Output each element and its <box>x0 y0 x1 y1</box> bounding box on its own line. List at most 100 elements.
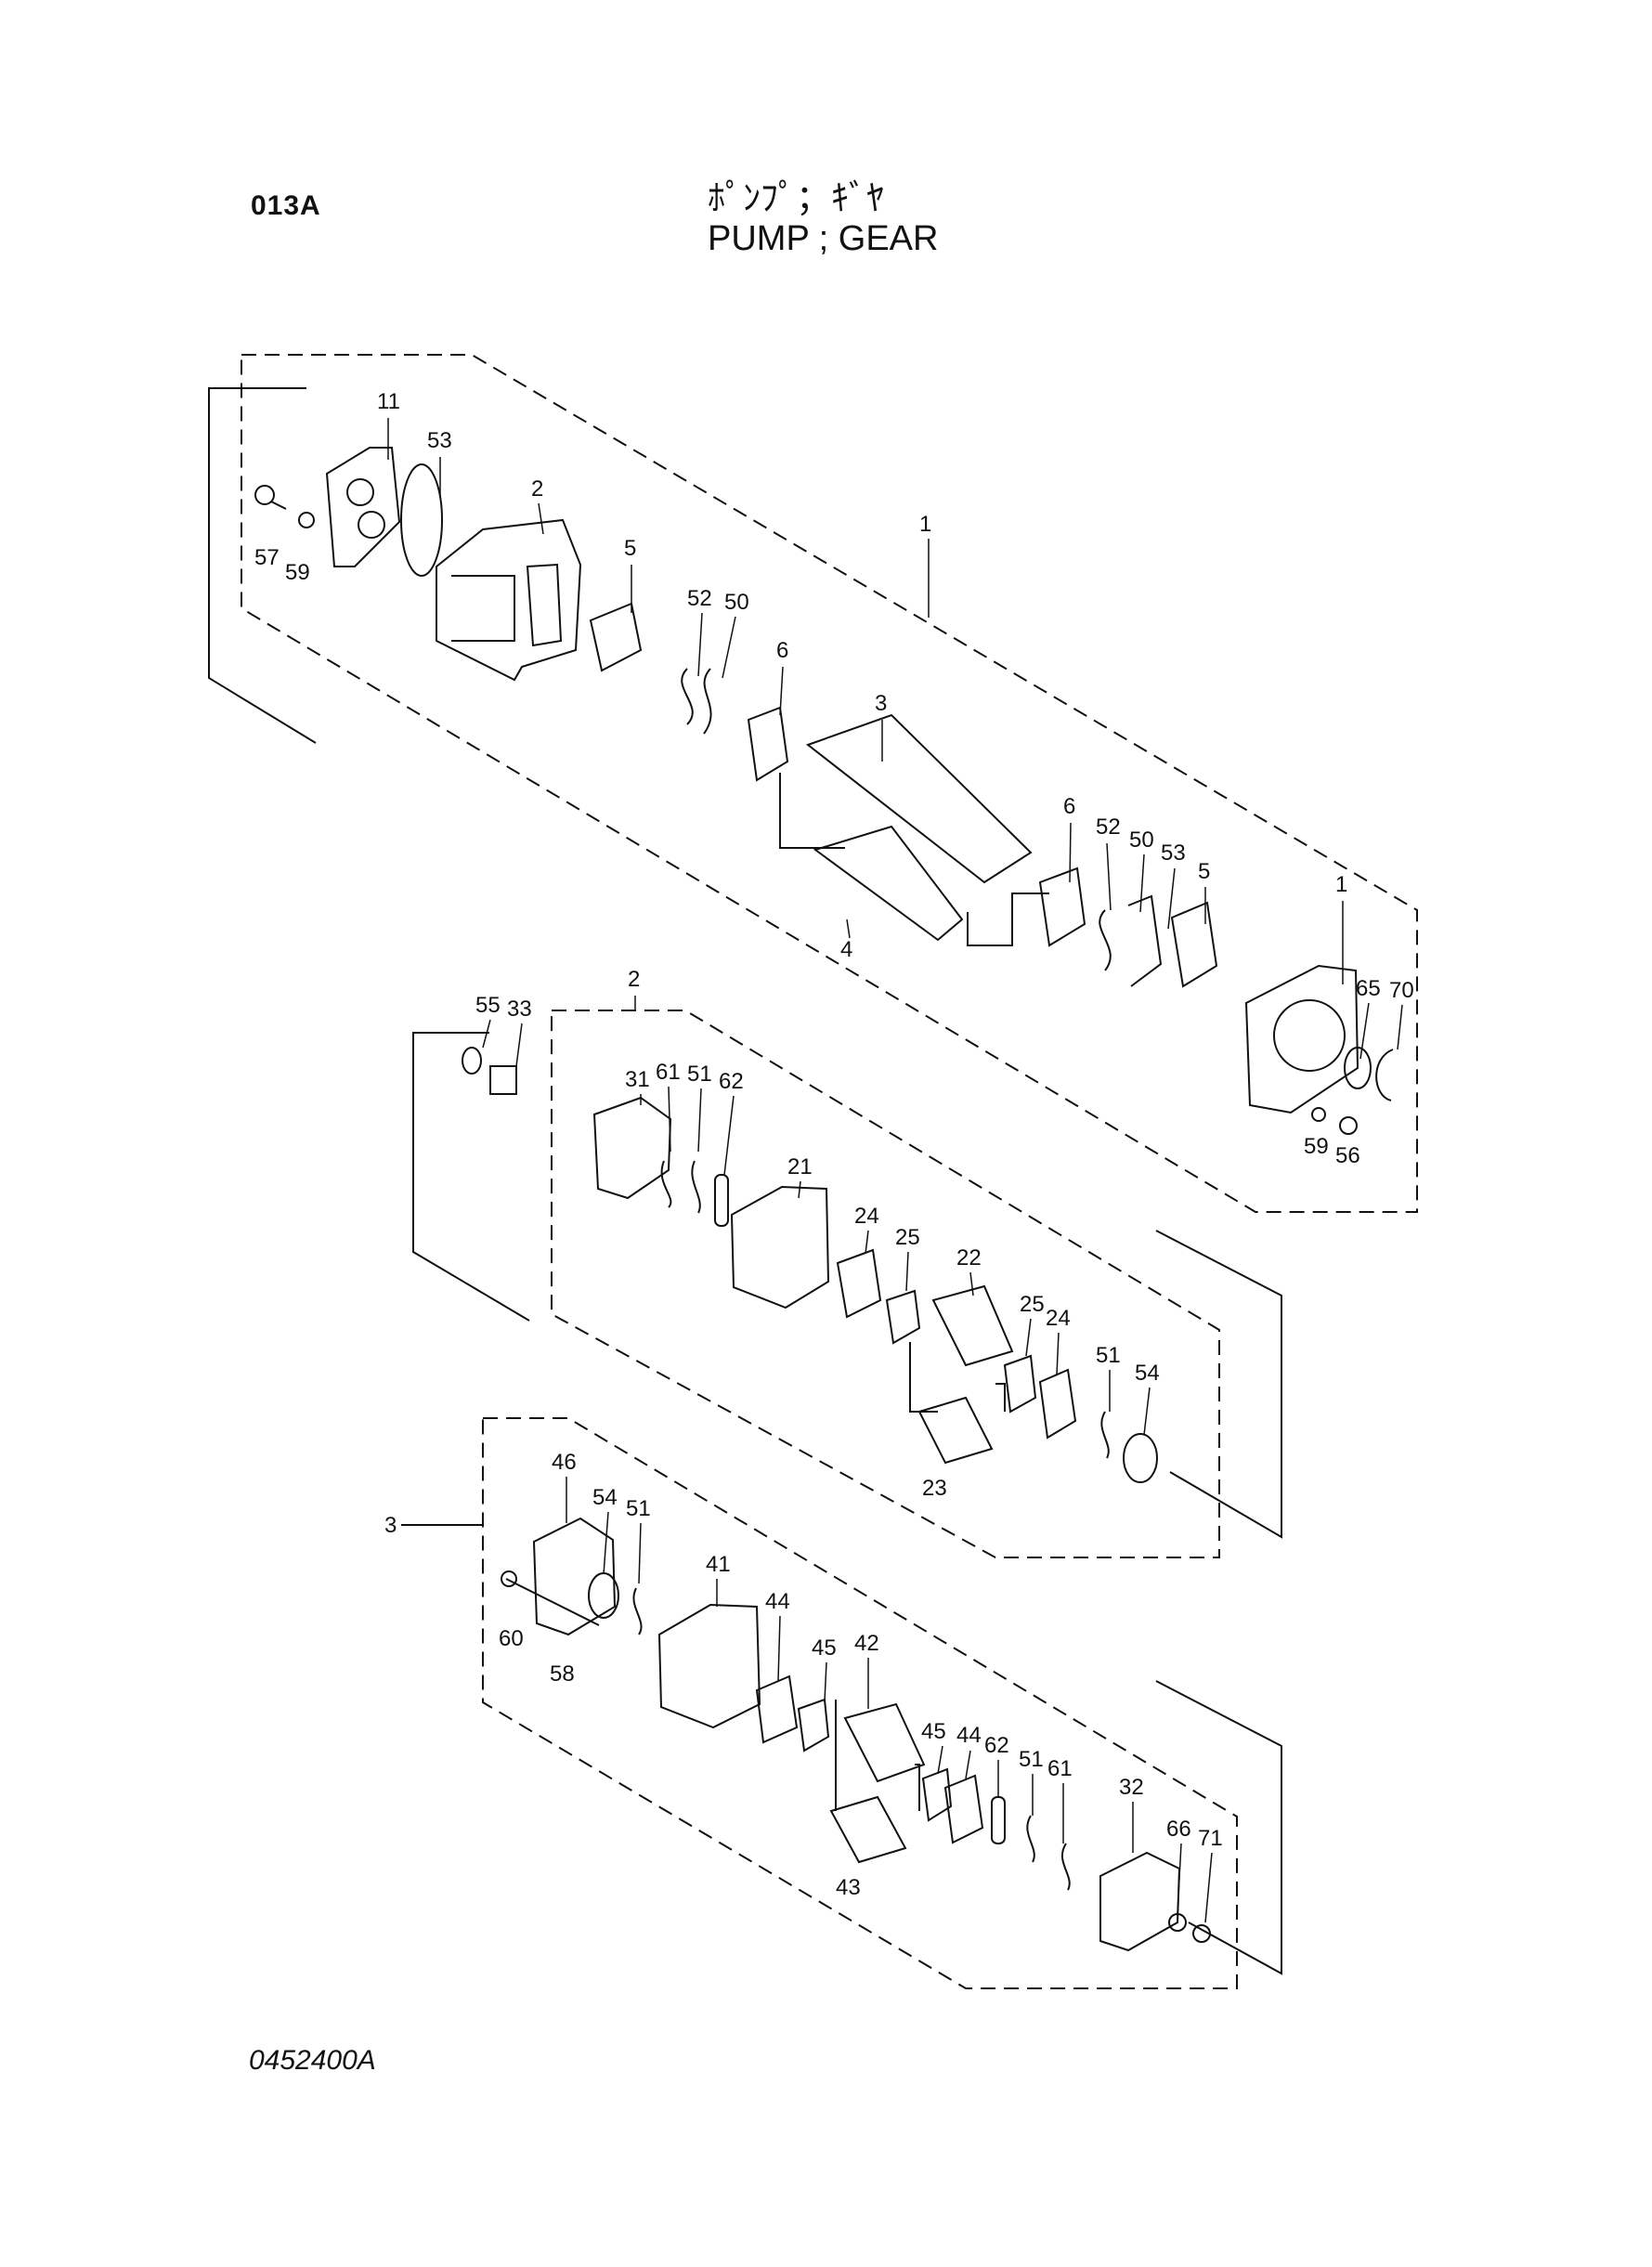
callout-label: 57 <box>254 545 280 570</box>
callout-label: 6 <box>1063 794 1075 819</box>
callout-label: 58 <box>550 1661 575 1687</box>
washer-59-right <box>1311 1107 1326 1122</box>
title-english: PUMP ; GEAR <box>708 219 939 258</box>
body-21 <box>730 1185 830 1309</box>
cover-32 <box>1099 1851 1181 1952</box>
o-ring-55 <box>462 1047 482 1075</box>
callout-label: 3 <box>875 691 887 716</box>
gear-23 <box>917 1396 994 1465</box>
callout-label: 62 <box>719 1069 744 1094</box>
ring-62-g3 <box>991 1796 1006 1844</box>
fitting-60 <box>501 1570 517 1587</box>
group-3-boundary <box>482 1417 1238 1989</box>
callout-label: 45 <box>812 1635 837 1661</box>
callout-label: 5 <box>1198 859 1210 884</box>
parts <box>254 447 1394 1952</box>
pump-body-2 <box>436 518 582 682</box>
callout-label: 53 <box>1161 840 1186 866</box>
callout-label: 46 <box>552 1450 577 1475</box>
cover-11 <box>325 447 401 567</box>
bracket-2-right <box>1155 1230 1282 1539</box>
gear-42 <box>843 1702 926 1783</box>
callout-label: 1 <box>919 512 931 537</box>
flange-bore <box>1273 999 1346 1072</box>
callout-label: 71 <box>1198 1826 1223 1851</box>
mounting-flange-1 <box>1244 964 1359 1114</box>
callout-label: 25 <box>895 1225 920 1250</box>
callout-label: 44 <box>956 1723 982 1748</box>
callout-label: 61 <box>1047 1756 1073 1781</box>
cover-11-hole-a <box>346 478 374 506</box>
bushing-44 <box>755 1674 799 1744</box>
group-1-boundary <box>241 354 1418 1213</box>
body-bore <box>526 563 563 647</box>
callout-label: 42 <box>854 1631 879 1656</box>
callout-label: 65 <box>1356 976 1381 1001</box>
bushing-24 <box>836 1248 882 1319</box>
callout-label: 25 <box>1020 1292 1045 1317</box>
callout-label: 11 <box>377 389 400 414</box>
ring-62 <box>714 1174 729 1227</box>
callout-label: 1 <box>1335 872 1347 897</box>
bushing-44-right <box>943 1774 984 1844</box>
callout-label: 41 <box>706 1552 731 1577</box>
seal-52-50-right <box>1099 894 1163 987</box>
bolt-56 <box>1339 1116 1358 1135</box>
cover-11-hole-b <box>358 511 385 539</box>
washer-66 <box>1168 1913 1187 1932</box>
callout-label: 33 <box>507 997 532 1022</box>
callout-label: 54 <box>1135 1361 1160 1386</box>
drawing-number: 0452400A <box>249 2045 376 2076</box>
leader-lines-g1 <box>387 418 1403 1060</box>
cover-31 <box>592 1096 672 1200</box>
bracket-lines <box>208 387 1282 1975</box>
callout-label: 6 <box>776 638 788 663</box>
callout-label: 51 <box>626 1496 651 1521</box>
seal-51-g3 <box>632 1587 643 1635</box>
leader-lines <box>387 418 1403 1923</box>
cover-46 <box>532 1517 617 1636</box>
plate-25-right <box>1003 1354 1037 1414</box>
bolt-58 <box>505 1578 600 1626</box>
plate-6-right <box>1038 866 1086 947</box>
callout-label: 51 <box>687 1062 712 1087</box>
callout-label: 66 <box>1166 1817 1191 1842</box>
ring-71 <box>1192 1924 1211 1943</box>
callout-label: 59 <box>1304 1134 1329 1159</box>
bushing-5-right <box>1170 901 1218 988</box>
callout-label: 53 <box>427 428 452 453</box>
bushing-33 <box>489 1065 517 1095</box>
callout-label: 3 <box>384 1513 397 1538</box>
callout-label: 50 <box>724 590 749 615</box>
callout-label: 50 <box>1129 827 1154 853</box>
bracket-3-right <box>1155 1680 1282 1975</box>
callout-labels: 1 11 53 2 5 57 59 52 50 6 3 4 6 52 50 53… <box>254 389 1414 1900</box>
callout-label: 60 <box>499 1626 524 1651</box>
snap-ring-70 <box>1375 1049 1394 1101</box>
driven-gear-4 <box>813 825 964 942</box>
callout-label: 56 <box>1335 1143 1360 1168</box>
seal-51-61-g3 <box>1026 1815 1071 1891</box>
page-code: 013A <box>251 190 321 221</box>
callout-label: 54 <box>592 1485 618 1510</box>
body-41 <box>657 1603 761 1729</box>
washer-59 <box>298 512 315 528</box>
callout-label: 22 <box>956 1245 982 1270</box>
callout-label: 5 <box>624 536 636 561</box>
callout-label: 2 <box>628 967 640 992</box>
plate-45-right <box>921 1767 953 1822</box>
seal-52-50 <box>681 668 712 735</box>
plate-45 <box>797 1698 830 1752</box>
callout-label: 2 <box>531 476 543 502</box>
bushing-5-left <box>589 602 643 672</box>
gear-43 <box>829 1795 907 1864</box>
callout-label: 24 <box>854 1204 879 1229</box>
callout-label: 43 <box>836 1875 861 1900</box>
callout-label: 52 <box>1096 814 1121 840</box>
callout-label: 23 <box>922 1476 947 1501</box>
group-2-boundary <box>551 1010 1220 1558</box>
bracket-2 <box>412 1032 530 1322</box>
callout-label: 31 <box>625 1067 650 1092</box>
